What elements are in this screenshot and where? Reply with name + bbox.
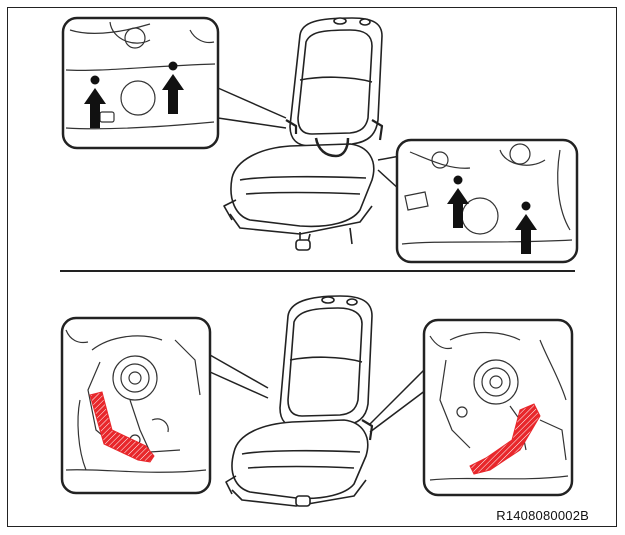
seat-illustration-top bbox=[224, 18, 382, 250]
top-section bbox=[63, 18, 577, 262]
figure-reference-code: R1408080002B bbox=[496, 508, 589, 523]
callout-box-bottom-right bbox=[370, 320, 572, 495]
bottom-section bbox=[62, 296, 572, 506]
callout-box-top-left bbox=[63, 18, 286, 148]
callout-box-top-right bbox=[378, 140, 577, 262]
seat-illustration-bottom bbox=[226, 296, 372, 506]
